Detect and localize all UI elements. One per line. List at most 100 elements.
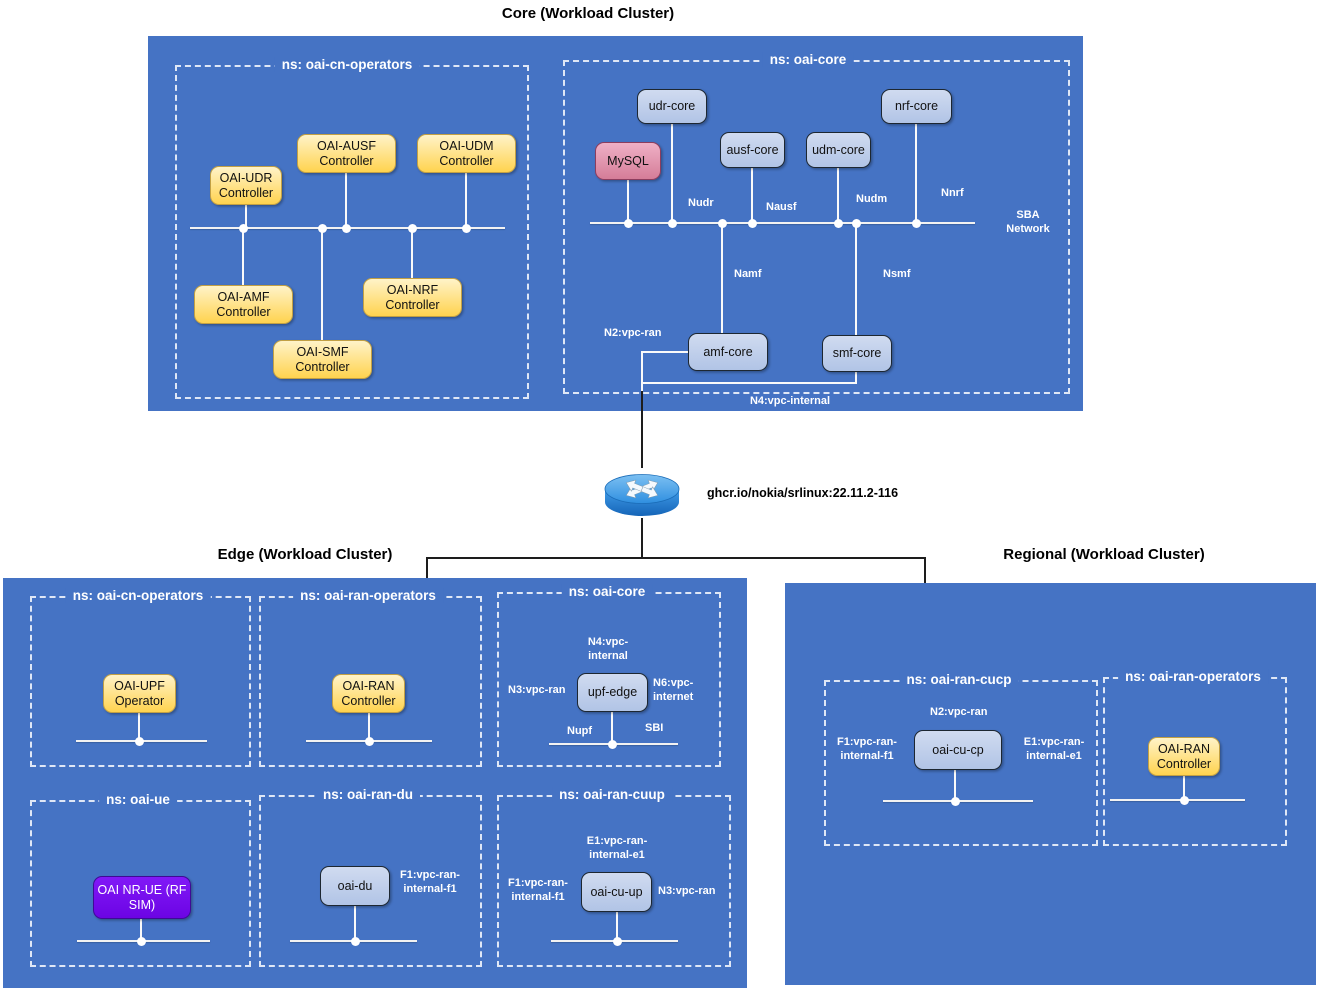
junction-dot — [351, 937, 360, 946]
junction-dot — [852, 219, 861, 228]
node-oai-udr-controller[interactable]: OAI-UDR Controller — [210, 166, 282, 205]
junction-dot — [951, 797, 960, 806]
connector-line — [140, 919, 142, 940]
connector-line — [345, 173, 347, 227]
connector-line — [354, 906, 356, 940]
edge-cluster-box[interactable] — [3, 578, 747, 988]
junction-dot — [137, 937, 146, 946]
connector-line — [242, 229, 244, 285]
connector-line — [465, 173, 467, 227]
trunk-line — [427, 557, 926, 559]
node-regional-oai-ran-controller[interactable]: OAI-RAN Controller — [1148, 737, 1220, 776]
regional-cluster-box[interactable] — [785, 583, 1316, 985]
node-oai-cu-up[interactable]: oai-cu-up — [581, 872, 652, 912]
connector-line-nsmf — [855, 224, 857, 335]
trunk-line — [641, 518, 643, 558]
connector-line — [641, 351, 643, 391]
connector-line — [627, 180, 629, 222]
net-label-e1-vpc-ran-internal-e1: E1:vpc-ran-internal-e1 — [586, 835, 648, 861]
connector-line — [368, 713, 370, 740]
net-label-nausf: Nausf — [766, 201, 797, 213]
connector-line — [411, 229, 413, 278]
junction-dot — [668, 219, 677, 228]
net-label-f1-vpc-ran-internal-f1: F1:vpc-ran-internal-f1 — [508, 877, 568, 903]
edge-cluster-title: Edge (Workload Cluster) — [217, 546, 393, 563]
net-label-nnrf: Nnrf — [941, 187, 964, 199]
junction-dot — [408, 224, 417, 233]
bus-line — [1110, 799, 1245, 801]
junction-dot — [748, 219, 757, 228]
junction-dot — [239, 224, 248, 233]
net-label-sba-network: SBA Network — [1006, 209, 1050, 235]
node-amf-core[interactable]: amf-core — [688, 333, 768, 371]
core-cluster-title: Core (Workload Cluster) — [501, 5, 675, 22]
node-oai-upf-operator[interactable]: OAI-UPF Operator — [103, 674, 176, 713]
node-udm-core[interactable]: udm-core — [806, 132, 871, 168]
ns-label-core-cn-operators: ns: oai-cn-operators — [274, 57, 420, 72]
node-oai-amf-controller[interactable]: OAI-AMF Controller — [194, 285, 293, 324]
connector-line — [611, 712, 613, 743]
node-ausf-core[interactable]: ausf-core — [720, 132, 785, 168]
net-label-n2-vpc-ran: N2:vpc-ran — [930, 706, 988, 718]
net-label-n3-vpc-ran: N3:vpc-ran — [508, 684, 566, 696]
junction-dot — [135, 737, 144, 746]
router-icon[interactable] — [602, 466, 682, 520]
junction-dot — [1180, 796, 1189, 805]
node-oai-du[interactable]: oai-du — [320, 866, 390, 906]
node-oai-nrf-controller[interactable]: OAI-NRF Controller — [363, 278, 462, 317]
net-label-nudm: Nudm — [856, 193, 888, 205]
node-oai-smf-controller[interactable]: OAI-SMF Controller — [273, 340, 372, 379]
connector-line — [837, 168, 839, 222]
net-label-sbi: SBI — [645, 722, 664, 734]
ns-label-edge-cn-operators: ns: oai-cn-operators — [65, 588, 211, 603]
ns-label-edge-ran-operators: ns: oai-ran-operators — [293, 588, 443, 603]
node-smf-core[interactable]: smf-core — [822, 335, 892, 372]
connector-line — [855, 372, 857, 384]
trunk-line — [641, 390, 643, 468]
net-label-e1-vpc-ran-internal-e1: E1:vpc-ran-internal-e1 — [1023, 736, 1085, 762]
junction-dot — [608, 740, 617, 749]
connector-line — [1183, 776, 1185, 799]
connector-line-n2 — [642, 351, 688, 353]
net-label-n6-vpc-internet: N6:vpc-internet — [653, 677, 694, 703]
node-oai-cu-cp[interactable]: oai-cu-cp — [914, 730, 1002, 770]
connector-line — [671, 124, 673, 222]
node-oai-ausf-controller[interactable]: OAI-AUSF Controller — [297, 134, 396, 173]
connector-line — [642, 382, 857, 384]
junction-dot — [365, 737, 374, 746]
trunk-line — [426, 557, 428, 578]
net-label-namf: Namf — [734, 268, 762, 280]
connector-line — [915, 124, 917, 222]
node-oai-udm-controller[interactable]: OAI-UDM Controller — [417, 134, 516, 173]
connector-line — [321, 229, 323, 340]
junction-dot — [318, 224, 327, 233]
node-oai-nr-ue[interactable]: OAI NR-UE (RF SIM) — [93, 876, 191, 919]
node-mysql[interactable]: MySQL — [595, 142, 661, 180]
net-label-n3-vpc-ran: N3:vpc-ran — [658, 885, 716, 897]
ns-label-edge-oai-core: ns: oai-core — [561, 584, 653, 599]
node-upf-edge[interactable]: upf-edge — [577, 673, 648, 712]
ns-label-regional-ran-operators: ns: oai-ran-operators — [1118, 669, 1268, 684]
router-image-label: ghcr.io/nokia/srlinux:22.11.2-116 — [707, 486, 899, 500]
junction-dot — [613, 937, 622, 946]
ns-label-core-oai-core: ns: oai-core — [762, 52, 854, 67]
junction-dot — [834, 219, 843, 228]
node-edge-oai-ran-controller[interactable]: OAI-RAN Controller — [332, 674, 405, 713]
trunk-line — [924, 557, 926, 583]
junction-dot — [342, 224, 351, 233]
net-label-n2-vpc-ran: N2:vpc-ran — [604, 327, 662, 339]
connector-line-namf — [721, 224, 723, 333]
connector-line — [954, 770, 956, 800]
ns-label-edge-oai-ue: ns: oai-ue — [99, 792, 177, 807]
junction-dot — [462, 224, 471, 233]
junction-dot — [912, 219, 921, 228]
ns-label-edge-ran-du: ns: oai-ran-du — [316, 787, 420, 802]
node-nrf-core[interactable]: nrf-core — [881, 89, 952, 124]
ns-label-regional-ran-cucp: ns: oai-ran-cucp — [899, 672, 1019, 687]
node-udr-core[interactable]: udr-core — [637, 89, 707, 124]
net-label-nsmf: Nsmf — [883, 268, 911, 280]
regional-cluster-title: Regional (Workload Cluster) — [1003, 546, 1205, 563]
ns-label-edge-ran-cuup: ns: oai-ran-cuup — [552, 787, 672, 802]
connector-line — [245, 205, 247, 227]
